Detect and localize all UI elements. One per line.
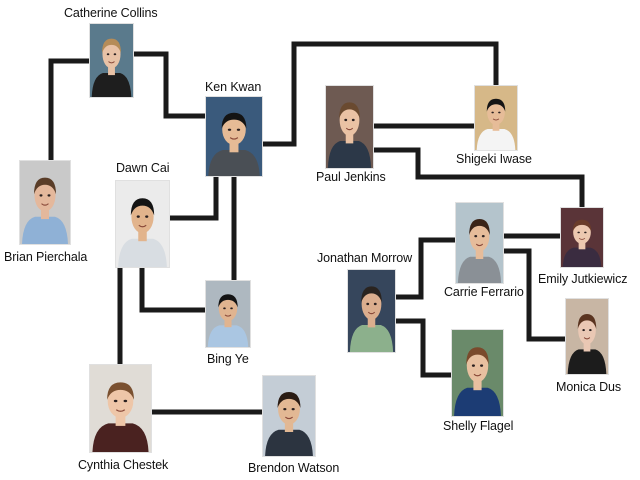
portrait-icon [348,270,395,352]
brian-pierchala-photo [20,161,70,244]
portrait-icon [90,24,133,97]
portrait-icon [206,97,262,176]
portrait-icon [456,203,503,283]
portrait-icon [566,299,608,374]
emily-jutkiewicz-photo [561,208,603,267]
cynthia-chestek-photo [90,365,151,452]
brendon-watson-label: Brendon Watson [248,461,340,475]
brendon-watson-photo [263,376,315,456]
connection-carrie-monica [500,248,569,342]
paul-jenkins-label: Paul Jenkins [316,170,386,184]
connection-carrie-jonathan [392,237,459,300]
shelly-flagel-photo [452,330,503,416]
catherine-collins-photo [90,24,133,97]
ken-kwan-label: Ken Kwan [205,80,262,94]
portrait-icon [452,330,503,416]
ken-kwan-photo [206,97,262,176]
portrait-icon [326,86,373,168]
catherine-collins-label: Catherine Collins [64,6,158,20]
carrie-ferrario-label: Carrie Ferrario [444,285,524,299]
jonathan-morrow-label: Jonathan Morrow [317,251,413,265]
portrait-icon [475,86,517,150]
monica-dus-photo [566,299,608,374]
dawn-cai-photo [116,181,169,267]
connection-dawn-bing [139,264,209,313]
connection-ken-shigeki [259,41,499,147]
paul-jenkins-photo [326,86,373,168]
brian-pierchala-label: Brian Pierchala [4,250,88,264]
portrait-icon [20,161,70,244]
bing-ye-label: Bing Ye [207,352,249,366]
dawn-cai-label: Dawn Cai [116,161,170,175]
portrait-icon [263,376,315,456]
monica-dus-label: Monica Dus [556,380,621,394]
cynthia-chestek-label: Cynthia Chestek [78,458,169,472]
emily-jutkiewicz-label: Emily Jutkiewicz [538,272,628,286]
portrait-icon [116,181,169,267]
shigeki-iwase-photo [475,86,517,150]
shelly-flagel-label: Shelly Flagel [443,419,514,433]
jonathan-morrow-photo [348,270,395,352]
connection-ken-dawn [166,173,219,221]
connection-jonathan-shelly [392,318,455,378]
carrie-ferrario-photo [456,203,503,283]
connection-catherine-ken [130,51,209,119]
bing-ye-photo [206,281,250,347]
portrait-icon [206,281,250,347]
portrait-icon [90,365,151,452]
connection-paul-emily [370,147,585,211]
connection-brian-catherine [48,58,93,164]
shigeki-iwase-label: Shigeki Iwase [456,152,532,166]
portrait-icon [561,208,603,267]
